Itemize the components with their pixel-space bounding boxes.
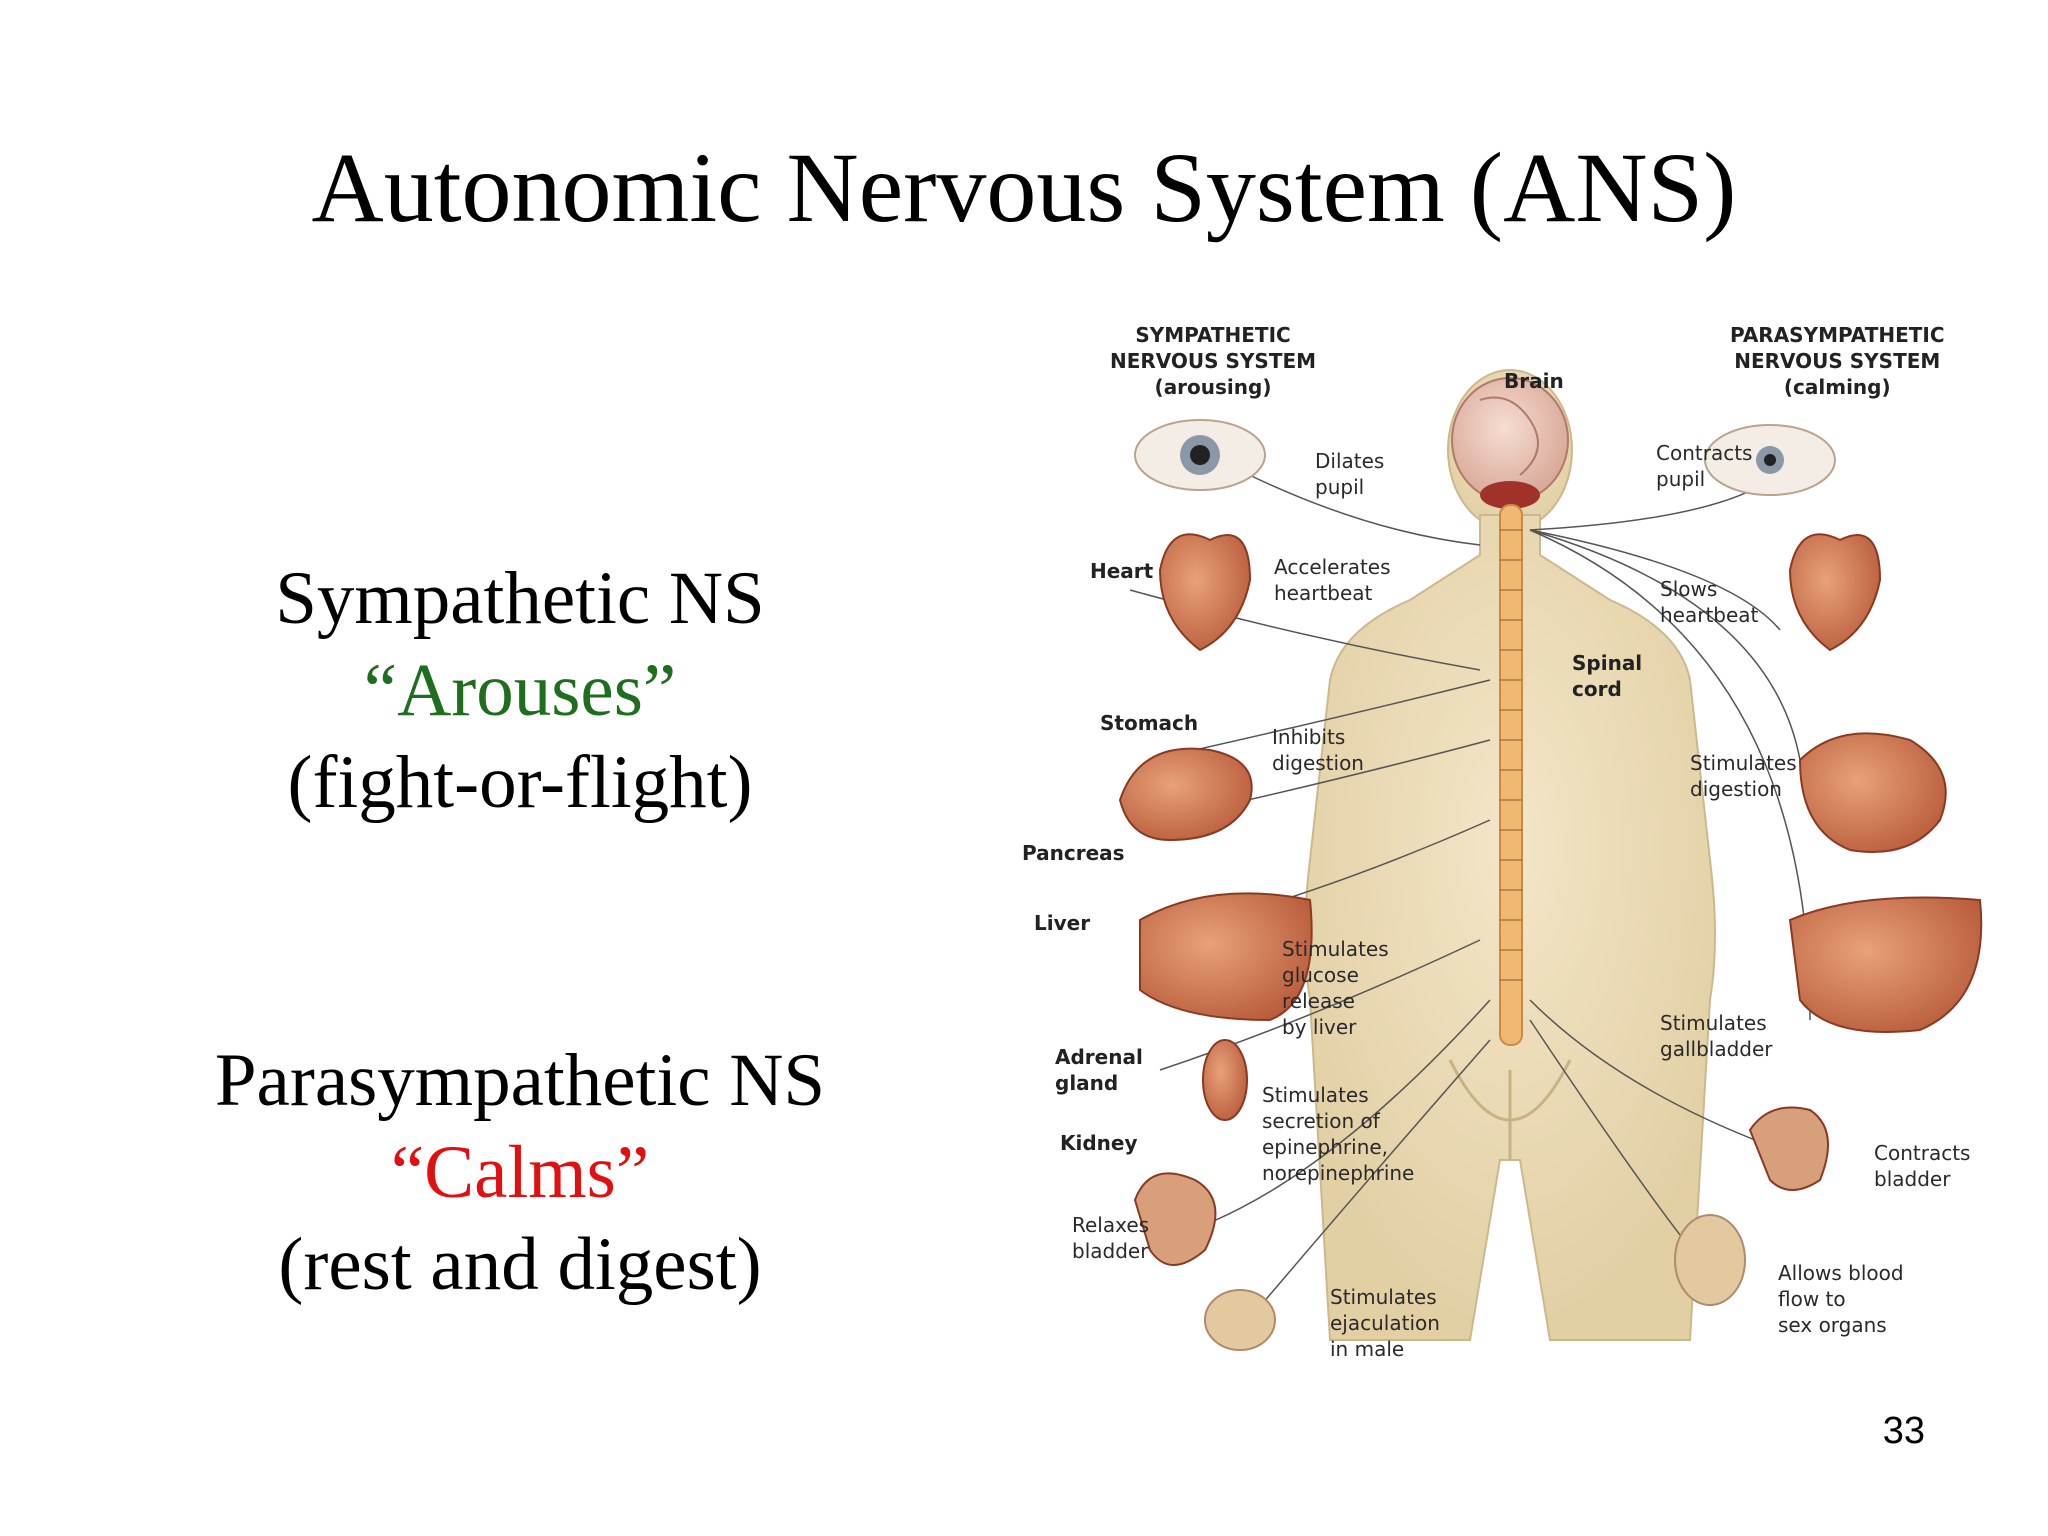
parasympathetic-name: Parasympathetic NS <box>214 1039 826 1122</box>
heart-right-icon <box>1788 533 1882 652</box>
sympathetic-organs <box>1118 419 1313 1351</box>
accelerates-heartbeat-label: Accelerates heartbeat <box>1274 555 1391 605</box>
sympathetic-note: (fight-or-flight) <box>287 741 753 824</box>
contracts-pupil-label: Contracts pupil <box>1656 441 1753 491</box>
kidney-left-icon <box>1202 1039 1248 1121</box>
bladder-right-icon <box>1748 1106 1829 1191</box>
brain-label: Brain <box>1504 369 1564 393</box>
stomach-right-icon <box>1798 732 1947 853</box>
parasympathetic-organs <box>1674 424 1983 1306</box>
stomach-left-icon <box>1118 747 1253 842</box>
parasympathetic-block: Parasympathetic NS “Calms” (rest and dig… <box>95 1035 945 1311</box>
slide-number: 33 <box>1882 1410 1925 1452</box>
contracts-bladder-label: Contracts bladder <box>1874 1141 1971 1191</box>
slows-heartbeat-label: Slows heartbeat <box>1660 577 1759 627</box>
stimulates-ejaculation-label: Stimulates ejaculation in male <box>1330 1285 1440 1361</box>
anatomy-illustration <box>1118 369 1983 1351</box>
pancreas-label: Pancreas <box>1022 841 1125 865</box>
sympathetic-name: Sympathetic NS <box>275 557 765 640</box>
stimulates-secretion-label: Stimulates secretion of epinephrine, nor… <box>1262 1083 1415 1185</box>
stimulates-glucose-label: Stimulates glucose release by liver <box>1282 937 1389 1039</box>
stimulates-gallbladder-label: Stimulates gallbladder <box>1660 1011 1773 1061</box>
spinal-cord-label: Spinal cord <box>1572 651 1643 701</box>
dilates-pupil-label: Dilates pupil <box>1315 449 1385 499</box>
adrenal-gland-label: Adrenal gland <box>1055 1045 1143 1095</box>
stomach-label: Stomach <box>1100 711 1199 735</box>
kidney-label: Kidney <box>1060 1131 1138 1155</box>
heart-label: Heart <box>1090 559 1154 583</box>
sympathetic-quote: “Arouses” <box>363 649 677 732</box>
sympathetic-header: SYMPATHETIC NERVOUS SYSTEM (arousing) <box>1110 323 1317 399</box>
liver-right-icon <box>1788 896 1983 1033</box>
slide-title: Autonomic Nervous System (ANS) <box>311 132 1737 243</box>
male-organs-right-icon <box>1674 1214 1746 1306</box>
male-organs-left-icon <box>1204 1289 1276 1351</box>
bladder-left-icon <box>1133 1172 1217 1266</box>
spinal-cord-shape <box>1499 504 1523 1046</box>
stimulates-digestion-label: Stimulates digestion <box>1690 751 1797 801</box>
parasympathetic-header: PARASYMPATHETIC NERVOUS SYSTEM (calming) <box>1730 323 1945 399</box>
liver-label: Liver <box>1034 911 1091 935</box>
inhibits-digestion-label: Inhibits digestion <box>1272 725 1364 775</box>
parasympathetic-quote: “Calms” <box>390 1131 650 1214</box>
allows-blood-flow-label: Allows blood flow to sex organs <box>1778 1261 1904 1337</box>
ans-diagram: SYMPATHETIC NERVOUS SYSTEM (arousing) PA… <box>1010 300 2010 1380</box>
relaxes-bladder-label: Relaxes bladder <box>1072 1213 1150 1263</box>
parasympathetic-note: (rest and digest) <box>278 1223 762 1306</box>
liver-left-icon <box>1139 892 1313 1022</box>
heart-left-icon <box>1158 533 1252 652</box>
sympathetic-block: Sympathetic NS “Arouses” (fight-or-fligh… <box>95 553 945 829</box>
